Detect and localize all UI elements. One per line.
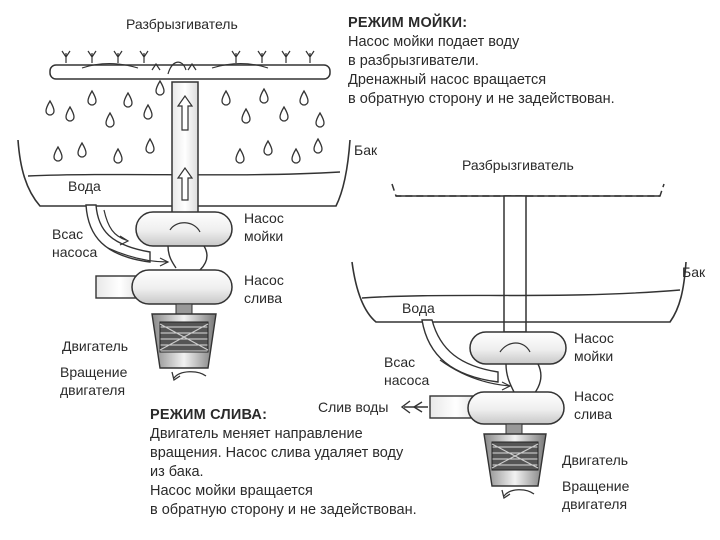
left-drain-pump-label-2: слива xyxy=(244,290,283,306)
left-tank-label: Бак xyxy=(354,142,378,158)
wash-mode-line: в обратную сторону и не задействован. xyxy=(348,91,615,107)
drain-mode-line: в обратную сторону и не задействован. xyxy=(150,502,417,518)
right-drain-pump-label-2: слива xyxy=(574,406,613,422)
left-motor-label: Двигатель xyxy=(62,338,129,354)
left-supply-pipe xyxy=(171,81,199,231)
left-rotation-label-1: Вращение xyxy=(60,364,128,380)
wash-mode-description: РЕЖИМ МОЙКИ: Насос мойки подает воду в р… xyxy=(348,14,615,109)
left-intake-label-2: насоса xyxy=(52,244,98,260)
right-water-drain-label: Слив воды xyxy=(318,399,389,415)
right-wash-pump xyxy=(469,331,567,365)
right-supply-pipe xyxy=(503,195,527,333)
right-water-label: Вода xyxy=(402,300,435,316)
left-wash-pump-label-2: мойки xyxy=(244,228,284,244)
right-wash-pump-label-1: Насос xyxy=(574,330,614,346)
right-connector xyxy=(505,363,542,395)
left-wash-pump xyxy=(135,211,233,247)
wash-mode-title: РЕЖИМ МОЙКИ: xyxy=(348,15,468,31)
drain-mode-line: из бака. xyxy=(150,464,204,480)
wash-mode-line: Дренажный насос вращается xyxy=(348,72,547,88)
left-water-label: Вода xyxy=(68,178,101,194)
left-rotation-label-2: двигателя xyxy=(60,382,126,398)
left-sprayer-arm xyxy=(49,61,331,80)
left-intake-label-1: Всас xyxy=(52,226,84,242)
left-motor xyxy=(151,303,217,382)
drain-mode-line: вращения. Насос слива удаляет воду xyxy=(150,445,404,461)
right-intake-label-1: Всас xyxy=(384,354,416,370)
right-intake-label-2: насоса xyxy=(384,372,430,388)
drain-mode-title: РЕЖИМ СЛИВА: xyxy=(150,407,268,423)
drain-mode-line: Двигатель меняет направление xyxy=(150,426,363,442)
right-intake-pipe xyxy=(421,319,512,391)
right-drain-pump-label-1: Насос xyxy=(574,388,614,404)
left-connector xyxy=(167,245,208,271)
right-rotation-label-2: двигателя xyxy=(562,496,628,512)
right-sprayer-label: Разбрызгиватель xyxy=(462,157,574,173)
left-sprayer-jets xyxy=(61,50,315,64)
left-intake-pipe xyxy=(85,204,170,267)
left-drain-pump-label-1: Насос xyxy=(244,272,284,288)
drain-mode-line: Насос мойки вращается xyxy=(150,483,313,499)
right-sprayer-arm xyxy=(391,183,665,197)
right-rotation-label-1: Вращение xyxy=(562,478,630,494)
left-drain-pump xyxy=(95,269,233,305)
drain-mode-description: РЕЖИМ СЛИВА: Двигатель меняет направлени… xyxy=(150,406,417,520)
right-tank xyxy=(351,261,687,323)
right-motor-label: Двигатель xyxy=(562,452,629,468)
wash-mode-line: Насос мойки подает воду xyxy=(348,34,520,50)
right-drain-pump xyxy=(400,391,565,425)
right-motor xyxy=(483,423,547,500)
right-wash-pump-label-2: мойки xyxy=(574,348,614,364)
left-wash-pump-label-1: Насос xyxy=(244,210,284,226)
left-sprayer-label: Разбрызгиватель xyxy=(126,16,238,32)
wash-mode-line: в разбрызгиватели. xyxy=(348,53,479,69)
right-tank-label: Бак xyxy=(682,264,706,280)
